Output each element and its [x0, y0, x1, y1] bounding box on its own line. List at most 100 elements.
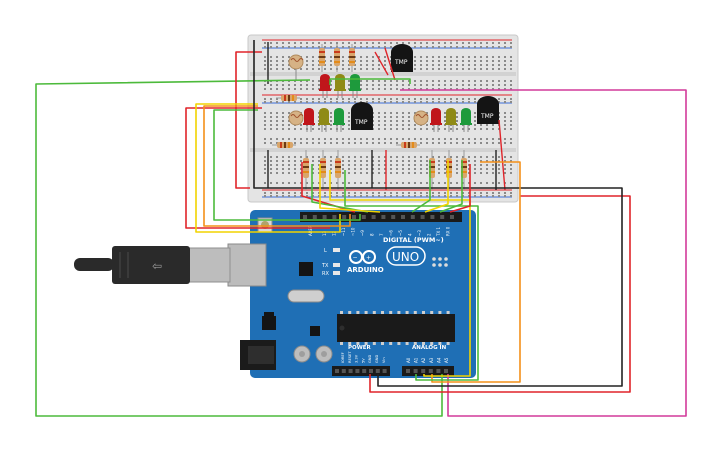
led-l-label: L — [324, 248, 327, 254]
power-pin-label: RESET — [348, 351, 352, 363]
photoresistor-left[interactable] — [288, 110, 304, 126]
power-pin-label: GND — [368, 355, 372, 363]
photoresistor-top[interactable] — [288, 54, 304, 80]
digital-pin-label: 8 — [370, 233, 375, 236]
digital-pin-label: ~10 — [351, 227, 356, 236]
usb-plug-body — [112, 246, 190, 284]
digital-pin-label: 7 — [379, 233, 384, 236]
digital-header-label: DIGITAL (PWM~) — [383, 236, 444, 244]
uno-badge — [386, 246, 426, 266]
arduino-logo: − + — [349, 250, 376, 264]
breadboard-holes — [264, 42, 512, 197]
wire-red-5v[interactable] — [369, 195, 631, 393]
tmp-label-right: TMP — [480, 113, 494, 120]
power-pin-label: GND — [375, 355, 379, 363]
analog-pin-holes — [406, 369, 448, 373]
resistor-top-1 — [319, 44, 325, 72]
wire-green-digital[interactable] — [311, 164, 369, 213]
analog-pin-label: A0 — [406, 357, 411, 363]
leds-top — [319, 74, 361, 98]
led-tx-label: TX — [321, 263, 329, 269]
power-pin-holes — [335, 369, 387, 373]
wire-yellow-right[interactable] — [424, 160, 449, 213]
led-rx-indicator — [333, 271, 340, 275]
digital-pin-label: TX 1 — [436, 227, 441, 237]
voltage-regulator — [262, 316, 276, 330]
analog-pin-label: A2 — [421, 357, 426, 363]
power-pin-label: Vin — [382, 357, 386, 363]
usb-cable-wire — [74, 258, 114, 271]
wire-red-right[interactable] — [449, 164, 471, 213]
photoresistor-right[interactable] — [413, 110, 429, 126]
temp-sensor-top[interactable]: TMP — [391, 44, 413, 72]
power-pin-label: 5V — [361, 358, 365, 363]
chip-pins — [340, 311, 450, 345]
aref-label: AREF — [308, 225, 313, 236]
temp-sensor-right[interactable]: TMP — [477, 96, 499, 124]
power-header-label: POWER — [348, 345, 372, 351]
wire-black-gnd[interactable] — [253, 40, 623, 387]
wire-orange-left[interactable] — [203, 105, 351, 227]
led-rx-label: RX — [322, 271, 329, 277]
led — [350, 78, 360, 90]
wire-green-long[interactable] — [35, 78, 443, 417]
usb-plug-shell — [187, 247, 231, 283]
crystal-oscillator — [287, 289, 325, 303]
resistor-top-2 — [334, 44, 340, 72]
power-header — [332, 366, 390, 376]
resistor-right-horizontal — [396, 142, 420, 148]
analog-pin-label: A5 — [444, 357, 449, 363]
led — [320, 78, 330, 90]
digital-pin-holes — [303, 215, 454, 219]
resistor-left-horizontal — [272, 142, 296, 148]
breadboard[interactable] — [247, 34, 519, 203]
analog-pin-label: A4 — [436, 357, 441, 363]
analog-pin-label: A3 — [429, 357, 434, 363]
wire-green-right-2[interactable] — [439, 160, 463, 213]
digital-pin-label: RX 0 — [446, 226, 451, 236]
wire-green-right-1[interactable] — [411, 160, 431, 213]
sensor-group-top[interactable]: TMP — [276, 44, 413, 101]
center-channel-bottom — [250, 148, 516, 152]
wire-magenta[interactable] — [400, 89, 687, 417]
leds-left — [303, 108, 345, 132]
usb-controller-chip — [299, 262, 313, 276]
analog-header — [402, 366, 454, 376]
digital-pin-label: ~3 — [417, 230, 422, 236]
wires[interactable] — [35, 40, 687, 417]
wire-green-left[interactable] — [213, 109, 361, 221]
sensor-group-left[interactable]: TMP — [272, 102, 373, 190]
svg-text:+: + — [366, 255, 371, 262]
digital-pin-label: 2 — [427, 233, 432, 236]
digital-pin-label: ~9 — [360, 230, 365, 236]
resistor-top-3 — [349, 44, 355, 72]
leds-right — [430, 108, 472, 132]
led — [304, 112, 314, 124]
digital-header — [300, 212, 462, 222]
tmp-label-left: TMP — [354, 119, 368, 126]
temp-sensor-left[interactable]: TMP — [351, 102, 373, 130]
usb-symbol-icon: ⇦ — [152, 259, 162, 273]
led — [446, 112, 456, 124]
wire-red-left[interactable] — [235, 51, 262, 189]
usb-connector — [227, 243, 267, 287]
brand-label: ARDUINO — [347, 266, 384, 274]
wire-green-analog[interactable] — [344, 170, 479, 381]
usb-cable[interactable]: ⇦ — [74, 246, 231, 284]
resistors-left — [303, 150, 341, 190]
resistor-top-horizontal — [276, 95, 300, 101]
wire-yellow-digital[interactable] — [319, 164, 381, 213]
icsp-header — [432, 257, 448, 267]
wire-yellow-analog[interactable] — [329, 170, 471, 377]
led — [461, 112, 471, 124]
breadboard-jumpers — [267, 42, 506, 191]
power-pin-label: 3.3V — [355, 354, 359, 363]
digital-pin-label: 13 — [322, 230, 327, 236]
wire-red-left-2[interactable] — [185, 107, 330, 229]
led — [431, 112, 441, 124]
